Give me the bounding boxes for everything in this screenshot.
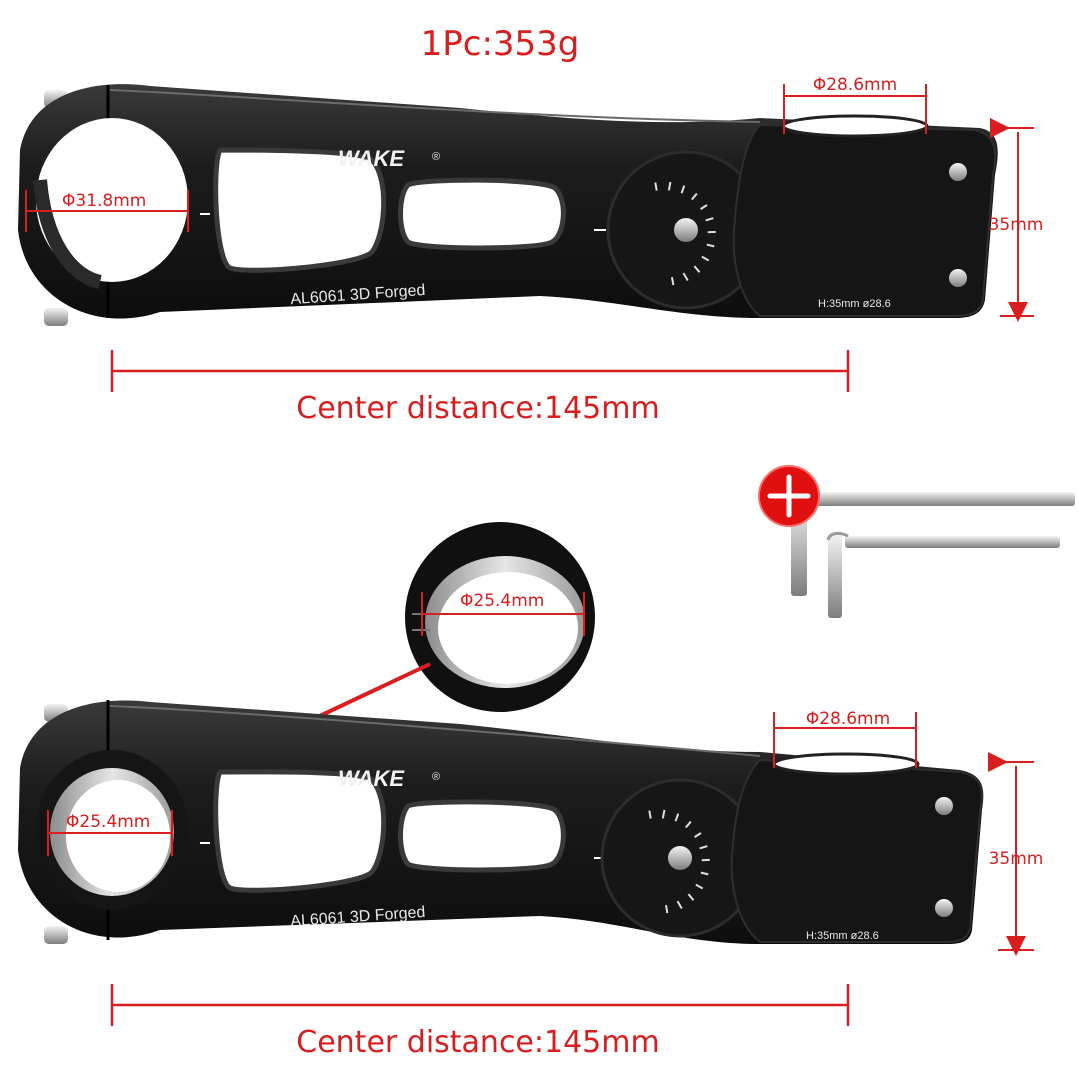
pinch-bolt [949,269,967,287]
cutout-window [398,177,566,251]
weight-label: 1Pc:353g [421,24,580,64]
center-distance-label: Center distance:145mm [296,1025,659,1060]
height-dim: 35mm [989,215,1044,235]
pivot-bolt [668,846,692,870]
center-distance-label: Center distance:145mm [296,391,659,426]
cutout-window [398,799,566,873]
brand-mark: ® [432,771,440,783]
bottom-stem: WAKE ® AL6061 3D Forged H:35mm ø28.6 [18,700,984,944]
brand-mark: ® [432,151,440,163]
cutout-window [213,147,387,273]
steerer-clamp [730,758,983,943]
pinch-bolt [935,797,953,815]
bar-clamp-dim: Φ31.8mm [62,191,146,211]
bottom-annotations: Φ25.4mm Φ28.6mm 35mm Center distance:145… [47,709,1044,1060]
top-stem: WAKE ® AL6061 3D Forged H:35mm ø28.6 [18,84,998,326]
steerer-bore [781,114,929,138]
steerer-dim: Φ28.6mm [806,709,890,729]
clamp-bolt [44,308,68,326]
shim-dim: Φ25.4mm [460,591,544,611]
brand-logo: WAKE [338,146,405,171]
plus-icon [758,465,820,527]
clamp-bolt [44,926,68,944]
pivot-bolt [674,218,698,242]
top-annotations: Φ31.8mm Φ28.6mm 35mm Center distance:145… [25,75,1044,426]
spec-label: H:35mm ø28.6 [806,930,879,942]
pinch-bolt [935,899,953,917]
pinch-bolt [949,163,967,181]
steerer-clamp [732,123,997,317]
bar-clamp-opening [36,118,188,282]
steerer-bore [772,752,920,776]
height-dim: 35mm [989,849,1044,869]
steerer-dim: Φ28.6mm [813,75,897,95]
shim-dim-line [421,592,585,636]
brand-logo: WAKE [338,766,405,791]
bar-clamp-dim: Φ25.4mm [66,812,150,832]
cutout-window [213,769,387,893]
hex-key-icon [791,492,1075,618]
shim-ring [405,522,595,712]
spec-label: H:35mm ø28.6 [818,298,891,310]
